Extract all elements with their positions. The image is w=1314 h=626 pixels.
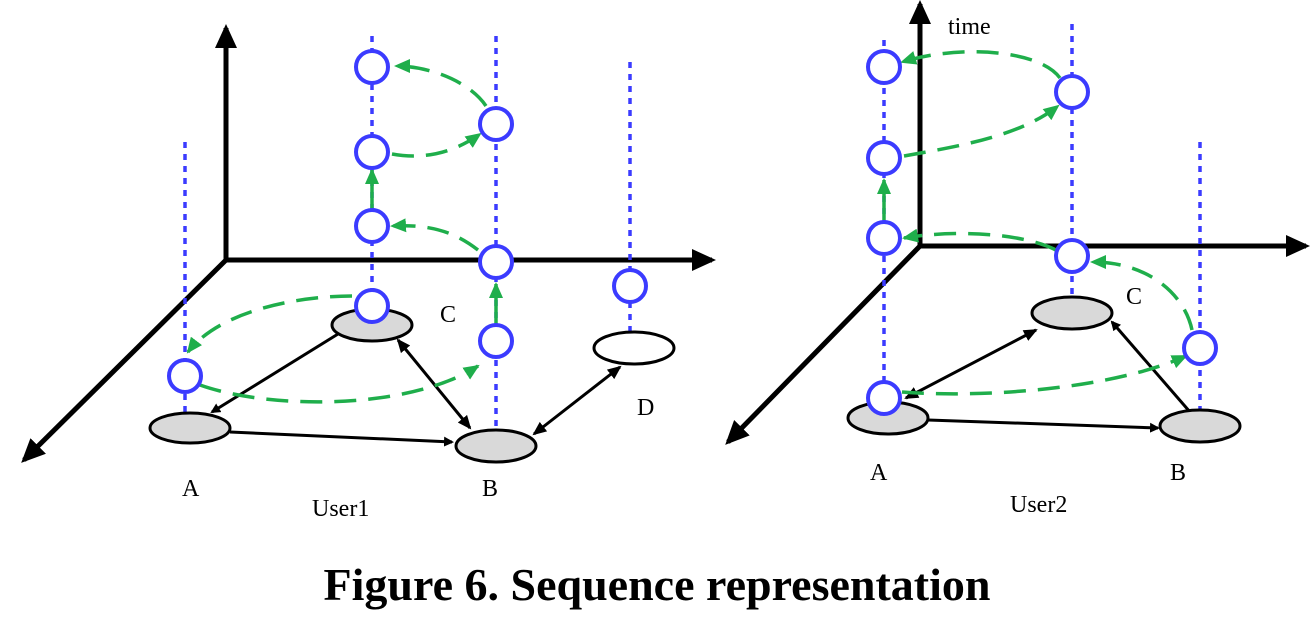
depth-axis [725, 244, 922, 445]
edge-c-a [210, 332, 339, 414]
sequence-b-to-c-top [394, 59, 488, 108]
edge-a-b [927, 418, 1160, 433]
panel-user2: time A B C User2 [725, 0, 1310, 518]
time-axis-label: time [948, 14, 991, 40]
event-circle [354, 288, 390, 324]
user-label: User1 [312, 496, 369, 522]
node-c [1030, 295, 1114, 331]
sequence-c-to-b [391, 132, 482, 158]
event-circle [1182, 330, 1218, 366]
event-circle [478, 323, 514, 359]
sequence-b-to-c [1090, 255, 1194, 331]
event-circle [1054, 238, 1090, 274]
node-a [148, 411, 232, 445]
sequence-c-to-a [902, 228, 1057, 252]
node-label-d: D [637, 395, 654, 421]
node-b [1158, 408, 1242, 444]
figure-caption: Figure 6. Sequence representation [323, 559, 991, 610]
edge-b-d [532, 365, 622, 436]
edge-a-c [904, 328, 1038, 400]
node-label-c: C [1126, 284, 1142, 310]
node-label-b: B [482, 476, 498, 502]
sequence-c-to-a [186, 294, 353, 354]
event-circle [866, 220, 902, 256]
event-circle [354, 208, 390, 244]
node-label-a: A [870, 460, 888, 486]
node-label-c: C [440, 302, 456, 328]
panel-user1: A B C D User1 [21, 24, 716, 522]
node-label-b: B [1170, 460, 1186, 486]
node-d [592, 330, 676, 366]
event-circle [478, 244, 514, 280]
event-circle [612, 268, 648, 304]
event-circle [866, 380, 902, 416]
sequence-a-to-b [199, 364, 480, 404]
event-circle [866, 140, 902, 176]
sequence-c-to-a-top [900, 50, 1062, 80]
user-label: User2 [1010, 492, 1067, 518]
event-circle [478, 106, 514, 142]
event-circle [1054, 74, 1090, 110]
sequence-a-to-c [903, 104, 1060, 158]
depth-axis [21, 258, 228, 463]
node-b [454, 428, 538, 464]
node-label-a: A [182, 476, 200, 502]
event-circle [866, 49, 902, 85]
event-circle [167, 358, 203, 394]
sequence-a-to-b [901, 354, 1188, 396]
event-circle [354, 134, 390, 170]
event-circle [354, 49, 390, 85]
sequence-b-to-c [390, 218, 480, 252]
edge-a-b [229, 430, 454, 447]
edge-b-c [1110, 320, 1192, 413]
edge-c-b [396, 338, 472, 430]
